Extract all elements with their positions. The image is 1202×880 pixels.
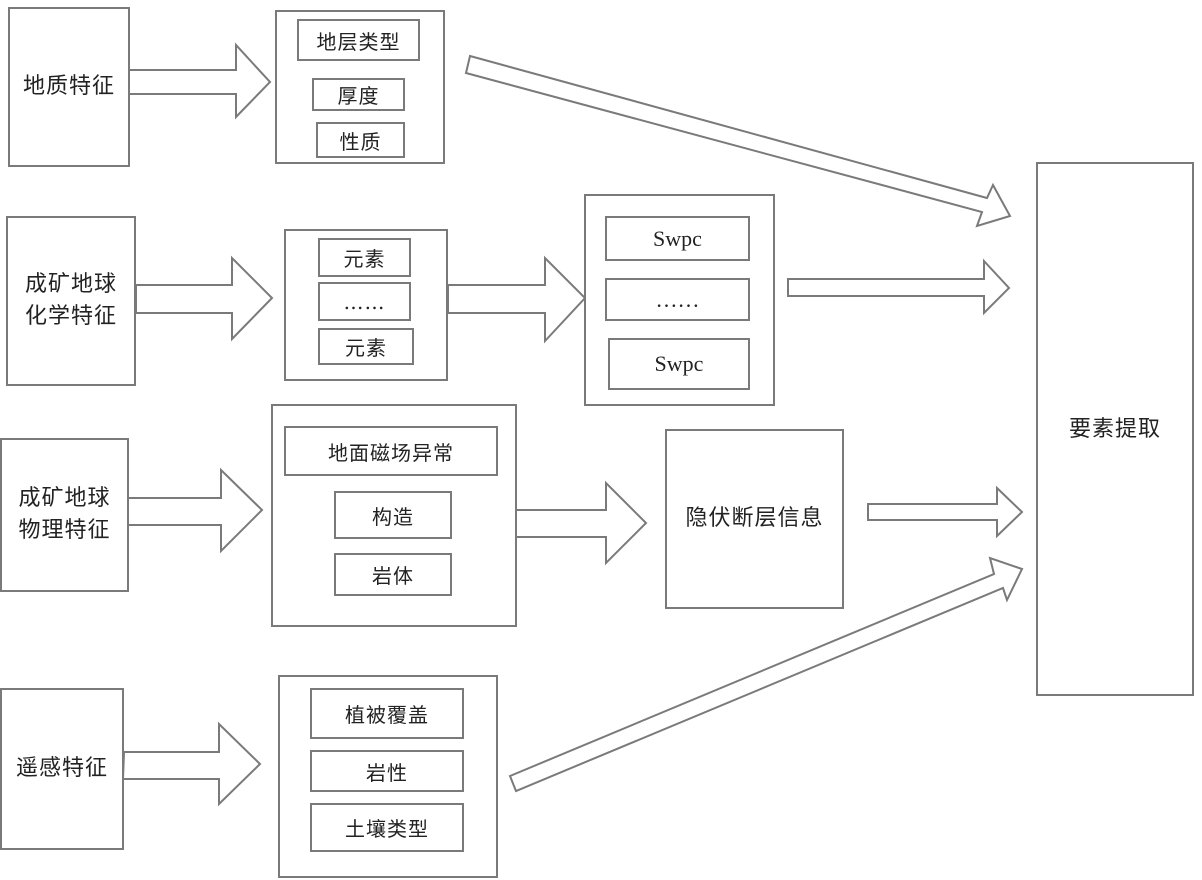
stratum-type-box: 地层类型 (297, 19, 420, 61)
geology-feature-box: 地质特征 (8, 7, 130, 167)
soil-type-label: 土壤类型 (345, 817, 429, 841)
lithology-box: 岩性 (310, 750, 464, 792)
element-ellipsis-label: …… (343, 289, 386, 314)
arrow-elements-to-swpc (447, 255, 587, 344)
geophys-label-line1: 成矿地球 (18, 486, 111, 511)
geochem-label-line2: 化学特征 (24, 304, 117, 329)
fault-info-box: 隐伏断层信息 (665, 429, 844, 609)
arrow-fault-to-target (867, 485, 1024, 539)
swpc-label-1: Swpc (653, 225, 702, 251)
geochem-label-line1: 成矿地球 (24, 272, 117, 297)
rock-body-label: 岩体 (372, 564, 414, 588)
element-label-1: 元素 (343, 247, 386, 271)
structure-label: 构造 (372, 504, 414, 529)
arrow-geology-group-to-target (464, 54, 1012, 228)
feature-extraction-label: 要素提取 (1068, 417, 1161, 442)
arrow-remote-to-group (121, 721, 262, 807)
arrow-geophys-to-magnetic (125, 467, 264, 554)
soil-type-box: 土壤类型 (310, 803, 464, 852)
stratum-type-label: 地层类型 (316, 29, 401, 54)
geophys-label-line2: 物理特征 (18, 518, 111, 543)
element-box-1: 元素 (318, 238, 411, 277)
arrow-geology-to-group (127, 42, 272, 120)
vegetation-label: 植被覆盖 (345, 703, 429, 727)
rock-body-box: 岩体 (334, 553, 452, 596)
lithology-label: 岩性 (366, 760, 408, 785)
element-box-2: 元素 (318, 328, 414, 365)
arrow-magnetic-to-fault (515, 480, 648, 566)
geochem-feature-box: 成矿地球 化学特征 (6, 216, 136, 386)
element-label-2: 元素 (345, 336, 387, 360)
geophys-feature-box: 成矿地球 物理特征 (0, 438, 129, 592)
thickness-label: 厚度 (337, 84, 380, 108)
swpc-box-2: Swpc (608, 338, 750, 390)
fault-info-label: 隐伏断层信息 (685, 506, 824, 531)
arrow-remote-group-to-target (508, 556, 1024, 793)
swpc-box-1: Swpc (605, 216, 750, 261)
arrow-swpc-to-target (787, 258, 1011, 316)
vegetation-box: 植被覆盖 (310, 688, 464, 739)
thickness-box: 厚度 (312, 78, 405, 111)
swpc-ellipsis-label: …… (655, 286, 700, 312)
element-ellipsis-box: …… (318, 282, 411, 321)
magnetic-anomaly-box: 地面磁场异常 (284, 426, 498, 476)
swpc-ellipsis-box: …… (605, 278, 750, 321)
geology-feature-label: 地质特征 (22, 74, 115, 99)
remote-feature-label: 遥感特征 (15, 756, 108, 781)
structure-box: 构造 (334, 491, 452, 539)
arrow-geochem-to-elements (135, 255, 274, 342)
swpc-label-2: Swpc (654, 351, 704, 376)
magnetic-anomaly-label: 地面磁场异常 (328, 440, 454, 465)
feature-extraction-box: 要素提取 (1036, 162, 1194, 696)
property-label: 性质 (339, 129, 382, 154)
remote-feature-box: 遥感特征 (0, 688, 124, 850)
property-box: 性质 (316, 122, 405, 158)
